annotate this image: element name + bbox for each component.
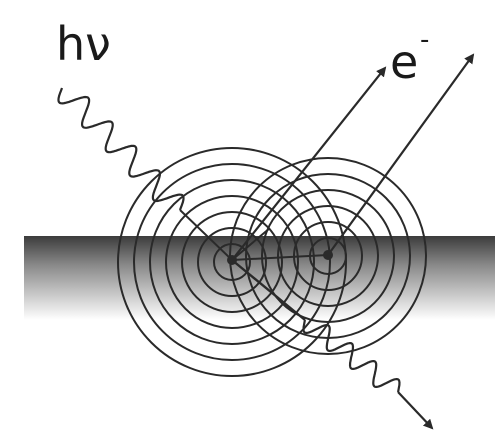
wave-ring [277,205,379,307]
electron-charge-superscript: - [420,25,429,55]
wave-ring [261,189,395,323]
wave-ring [197,227,267,297]
electron-arrow-2 [327,53,475,256]
outgoing-wave-arrow [397,391,434,430]
wave-ring [165,195,299,329]
scatterer-atom [323,250,333,260]
incoming-beam-line [179,209,233,261]
scatter-line-2 [231,259,306,321]
outgoing-photon-wave [302,319,401,393]
wave-ring [149,179,315,345]
sample-surface [24,236,495,320]
wave-ring [133,163,331,361]
electron-arrow-1 [231,66,387,261]
wave-ring [181,211,283,313]
electron-label: e [390,35,418,89]
scattering-rings-left [117,147,347,377]
photon-label: hν [56,17,111,71]
incoming-photon-wave [57,87,185,211]
scatter-line-3 [231,227,271,261]
scatter-line-1 [231,254,329,261]
